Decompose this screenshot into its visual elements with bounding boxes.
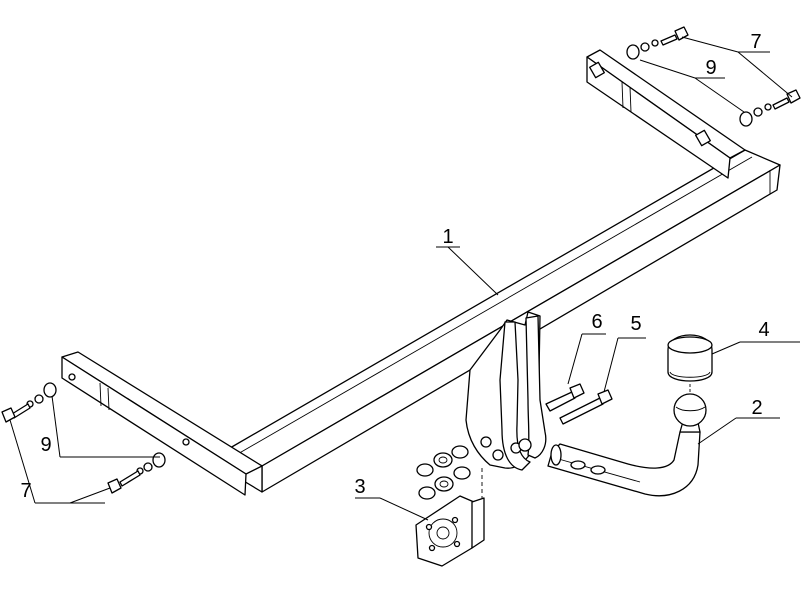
callout-6: 6 bbox=[591, 311, 602, 333]
bolts-5-6 bbox=[545, 383, 613, 425]
ball-neck bbox=[547, 384, 707, 497]
callout-7-top: 7 bbox=[750, 31, 761, 53]
leader-lines bbox=[9, 36, 800, 521]
callout-7-left: 7 bbox=[20, 480, 31, 502]
callout-5: 5 bbox=[630, 313, 641, 335]
socket-plate bbox=[415, 495, 485, 567]
side-bracket-left bbox=[61, 351, 263, 496]
hardware-stack bbox=[416, 445, 471, 500]
callout-4: 4 bbox=[758, 319, 769, 341]
callout-9-top: 9 bbox=[705, 57, 716, 79]
callout-1: 1 bbox=[442, 226, 453, 248]
ball-cap bbox=[667, 334, 713, 382]
side-bracket-right bbox=[586, 49, 746, 179]
fasteners-top-right bbox=[626, 26, 801, 127]
fasteners-left bbox=[1, 382, 166, 494]
center-mount-plate bbox=[465, 311, 547, 498]
callout-9-left: 9 bbox=[40, 434, 51, 456]
callout-3: 3 bbox=[354, 476, 365, 498]
callout-2: 2 bbox=[751, 397, 762, 419]
